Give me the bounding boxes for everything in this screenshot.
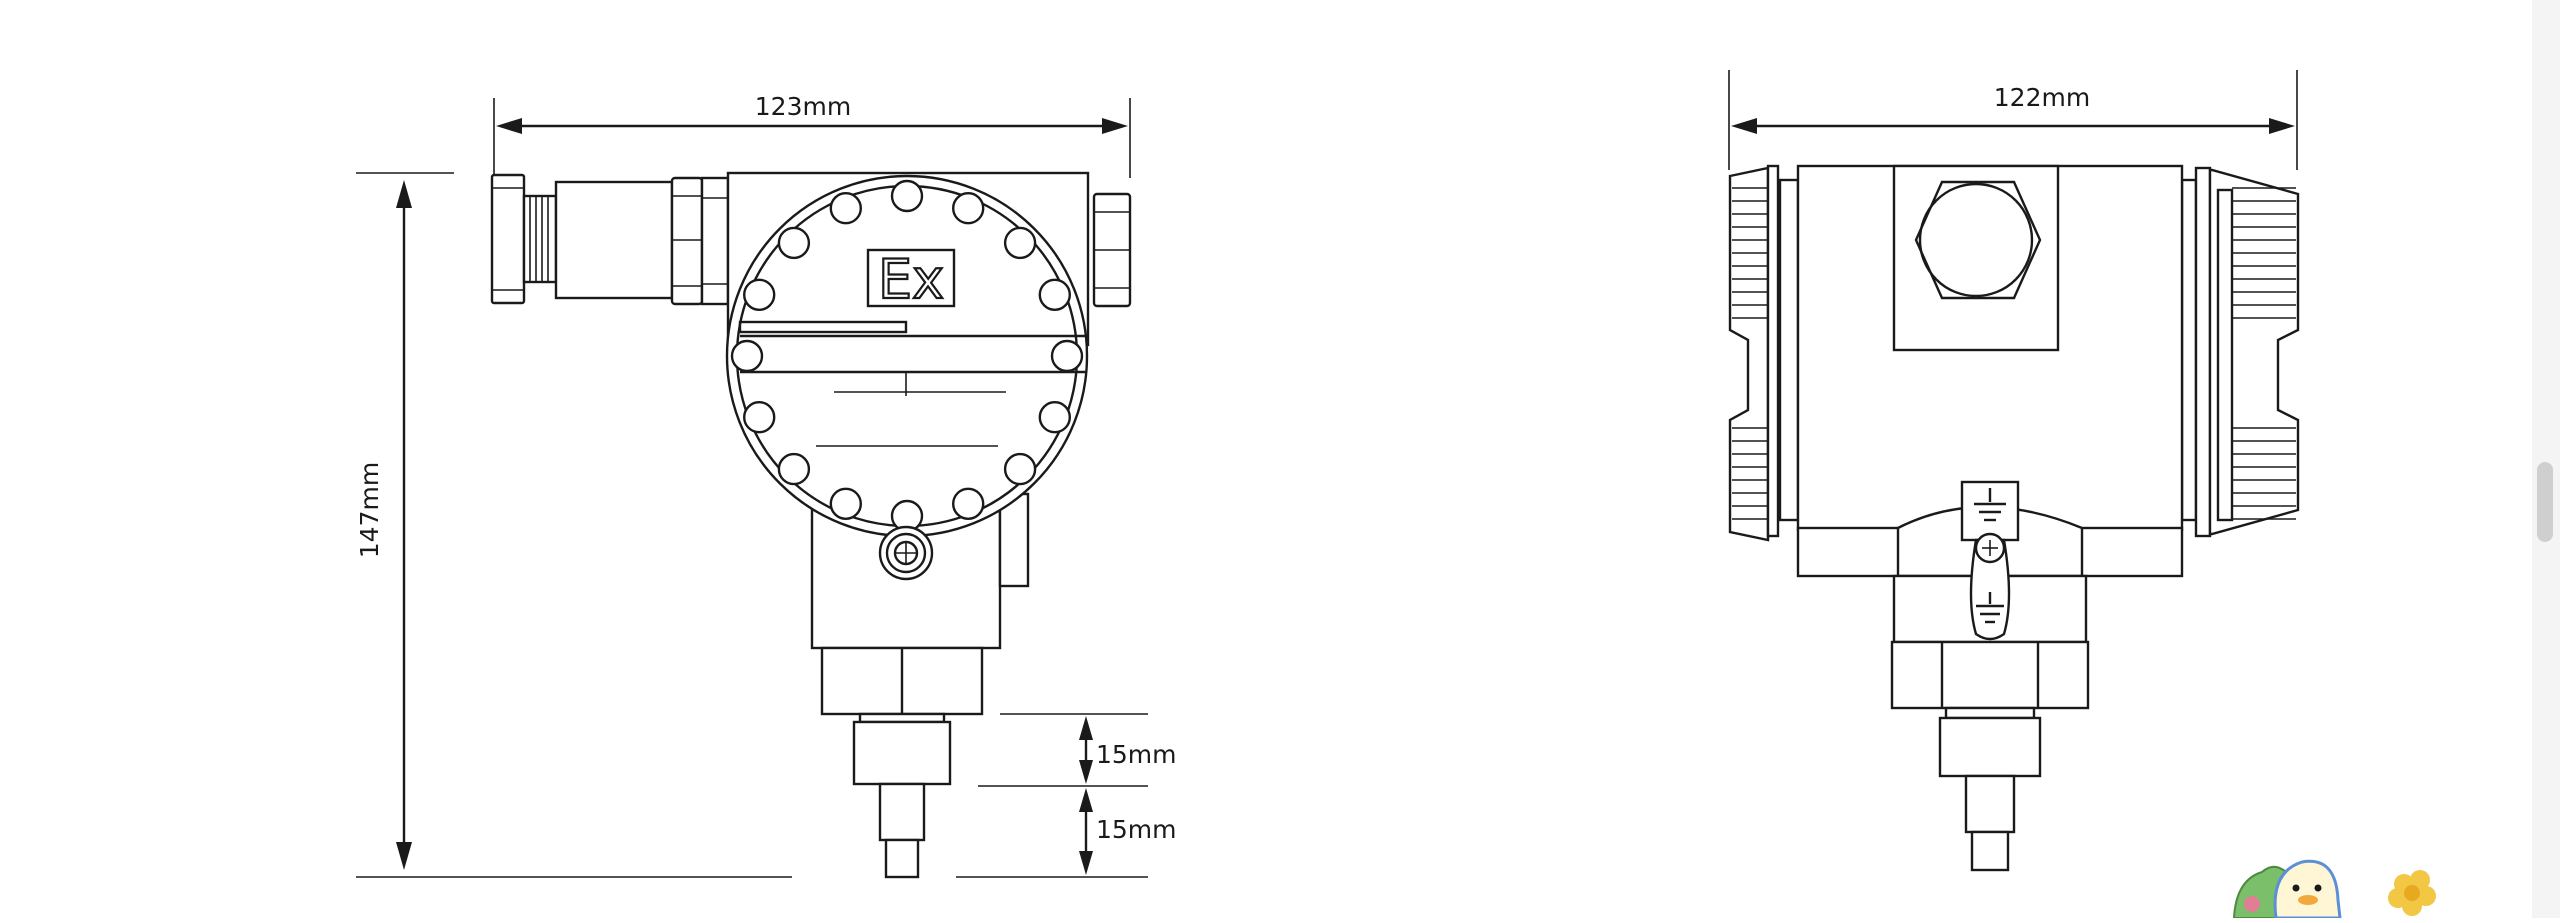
cover-scallop [952,487,985,520]
side-left-ribs [1732,187,1768,520]
front-view: 123mm 147mm [355,92,1177,879]
dimension-front-height-label: 147mm [355,462,384,558]
right-plug [1092,192,1132,308]
cover-scallop [1003,452,1037,486]
dimension-stem: 15mm 15mm [956,713,1177,878]
ground-icon [1960,480,2020,641]
scrollbar-track[interactable] [2532,0,2560,918]
dimension-side-width: 122mm [1728,70,2298,170]
pressure-port [820,646,984,879]
side-right-cover [2180,166,2300,538]
side-hex-nut [1914,180,2042,300]
side-right-ribs [2232,187,2296,520]
cover-scallop [777,226,811,260]
cover-scallop [890,179,924,213]
cover-scallop [743,278,776,311]
dimension-front-width: 123mm [493,92,1131,178]
cover-scallop [952,191,985,225]
cover-scallop [1050,339,1084,373]
cover-scallop [1038,278,1072,311]
side-view: 122mm [1728,70,2300,872]
ex-mark: Ex [878,248,944,311]
flower-sticker-icon [2388,870,2436,916]
cover-scallops [730,179,1084,533]
side-left-cover [1728,164,1800,542]
cover-scallop [1003,226,1037,260]
cover-scallop [743,401,776,434]
cover-scallop [777,452,811,486]
cover-scallop [829,487,862,520]
dimension-front-height: 147mm [355,172,792,878]
screw-icon [878,525,934,581]
dimension-side-width-label: 122mm [1994,83,2090,112]
dimension-front-width-label: 123mm [755,92,851,121]
dimension-stem-upper-label: 15mm [1096,740,1177,769]
display-cover: Ex [725,174,1089,538]
cover-scallop [829,191,862,225]
left-cable-gland [490,173,730,306]
scrollbar-thumb[interactable] [2537,462,2553,542]
duck-sticker-icon [2232,859,2342,920]
cover-scallop [730,339,764,373]
cover-scallop [1038,401,1072,434]
dimension-stem-lower-label: 15mm [1096,815,1177,844]
